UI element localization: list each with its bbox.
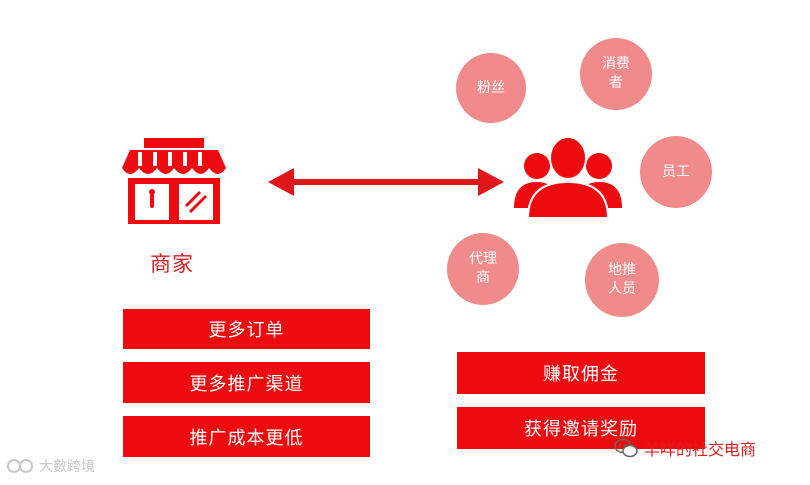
merchant-benefit-bar: 推广成本更低 [123, 416, 370, 457]
wechat-icon [614, 438, 638, 458]
people-group-icon [514, 136, 622, 218]
role-bubble-consumers: 消费 者 [580, 38, 652, 110]
benefit-text: 获得邀请奖励 [524, 419, 638, 440]
role-bubble-fans: 粉丝 [456, 53, 526, 123]
role-label: 员工 [662, 163, 690, 180]
watermark-right: 羊咩的社交电商 [614, 436, 756, 460]
double-arrow-icon [268, 168, 504, 196]
logo-mark-icon [7, 459, 33, 473]
benefit-text: 更多订单 [208, 320, 285, 341]
merchant-benefit-bar: 更多订单 [123, 309, 370, 349]
storefront-icon [122, 138, 226, 224]
role-label: 代理 商 [469, 251, 497, 286]
role-bubble-employees: 员工 [640, 136, 712, 208]
benefit-text: 赚取佣金 [543, 364, 619, 385]
role-bubble-agents: 代理 商 [447, 233, 519, 305]
merchant-benefit-bar: 更多推广渠道 [123, 362, 370, 403]
merchant-label: 商家 [150, 252, 194, 276]
watermark-left-text: 大數跨境 [39, 459, 95, 475]
role-label: 粉丝 [477, 79, 505, 96]
watermark-left: 大數跨境 [6, 456, 95, 476]
role-benefit-bar: 赚取佣金 [457, 352, 705, 394]
watermark-right-text: 羊咩的社交电商 [644, 440, 757, 459]
benefit-text: 更多推广渠道 [189, 373, 304, 395]
role-label: 地推 人员 [608, 262, 636, 297]
benefit-text: 推广成本更低 [189, 427, 304, 449]
role-bubble-promoters: 地推 人员 [585, 243, 659, 317]
role-label: 消费 者 [602, 56, 630, 91]
role-benefit-bar: 获得邀请奖励 [457, 407, 705, 449]
